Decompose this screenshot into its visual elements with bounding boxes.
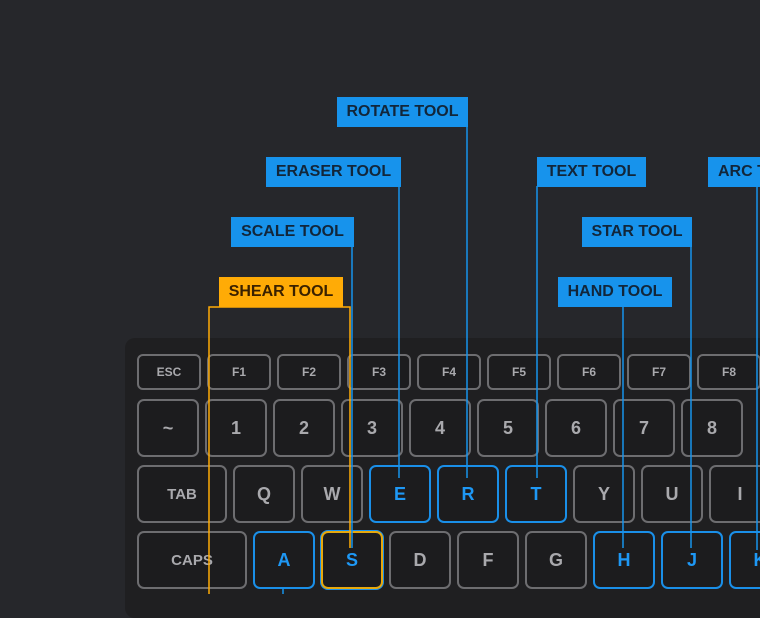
key-e[interactable]: E <box>369 465 431 523</box>
key-f[interactable]: F <box>457 531 519 589</box>
key-7[interactable]: 7 <box>613 399 675 457</box>
key-1[interactable]: 1 <box>205 399 267 457</box>
hand-tool-label: HAND TOOL <box>558 277 672 307</box>
scale-tool-label: SCALE TOOL <box>231 217 354 247</box>
key-caps[interactable]: CAPS <box>137 531 247 589</box>
key-u[interactable]: U <box>641 465 703 523</box>
key-f5[interactable]: F5 <box>487 354 551 390</box>
key-tilde[interactable]: ~ <box>137 399 199 457</box>
key-f6[interactable]: F6 <box>557 354 621 390</box>
key-i[interactable]: I <box>709 465 760 523</box>
key-f1[interactable]: F1 <box>207 354 271 390</box>
text-tool-label: TEXT TOOL <box>537 157 646 187</box>
key-esc[interactable]: ESC <box>137 354 201 390</box>
key-j[interactable]: J <box>661 531 723 589</box>
key-t[interactable]: T <box>505 465 567 523</box>
key-a[interactable]: A <box>253 531 315 589</box>
key-f2[interactable]: F2 <box>277 354 341 390</box>
key-f3[interactable]: F3 <box>347 354 411 390</box>
key-2[interactable]: 2 <box>273 399 335 457</box>
arc-tool-label: ARC T <box>708 157 760 187</box>
key-w[interactable]: W <box>301 465 363 523</box>
key-k[interactable]: K <box>729 531 760 589</box>
key-f7[interactable]: F7 <box>627 354 691 390</box>
key-f4[interactable]: F4 <box>417 354 481 390</box>
rotate-tool-label: ROTATE TOOL <box>337 97 468 127</box>
key-4[interactable]: 4 <box>409 399 471 457</box>
key-tab[interactable]: TAB <box>137 465 227 523</box>
key-8[interactable]: 8 <box>681 399 743 457</box>
key-3[interactable]: 3 <box>341 399 403 457</box>
eraser-tool-label: ERASER TOOL <box>266 157 401 187</box>
key-6[interactable]: 6 <box>545 399 607 457</box>
key-5[interactable]: 5 <box>477 399 539 457</box>
star-tool-label: STAR TOOL <box>582 217 692 247</box>
shear-tool-label: SHEAR TOOL <box>219 277 343 307</box>
key-h[interactable]: H <box>593 531 655 589</box>
key-s[interactable]: S <box>321 531 383 589</box>
key-f8[interactable]: F8 <box>697 354 760 390</box>
key-q[interactable]: Q <box>233 465 295 523</box>
key-y[interactable]: Y <box>573 465 635 523</box>
key-g[interactable]: G <box>525 531 587 589</box>
key-r[interactable]: R <box>437 465 499 523</box>
key-d[interactable]: D <box>389 531 451 589</box>
